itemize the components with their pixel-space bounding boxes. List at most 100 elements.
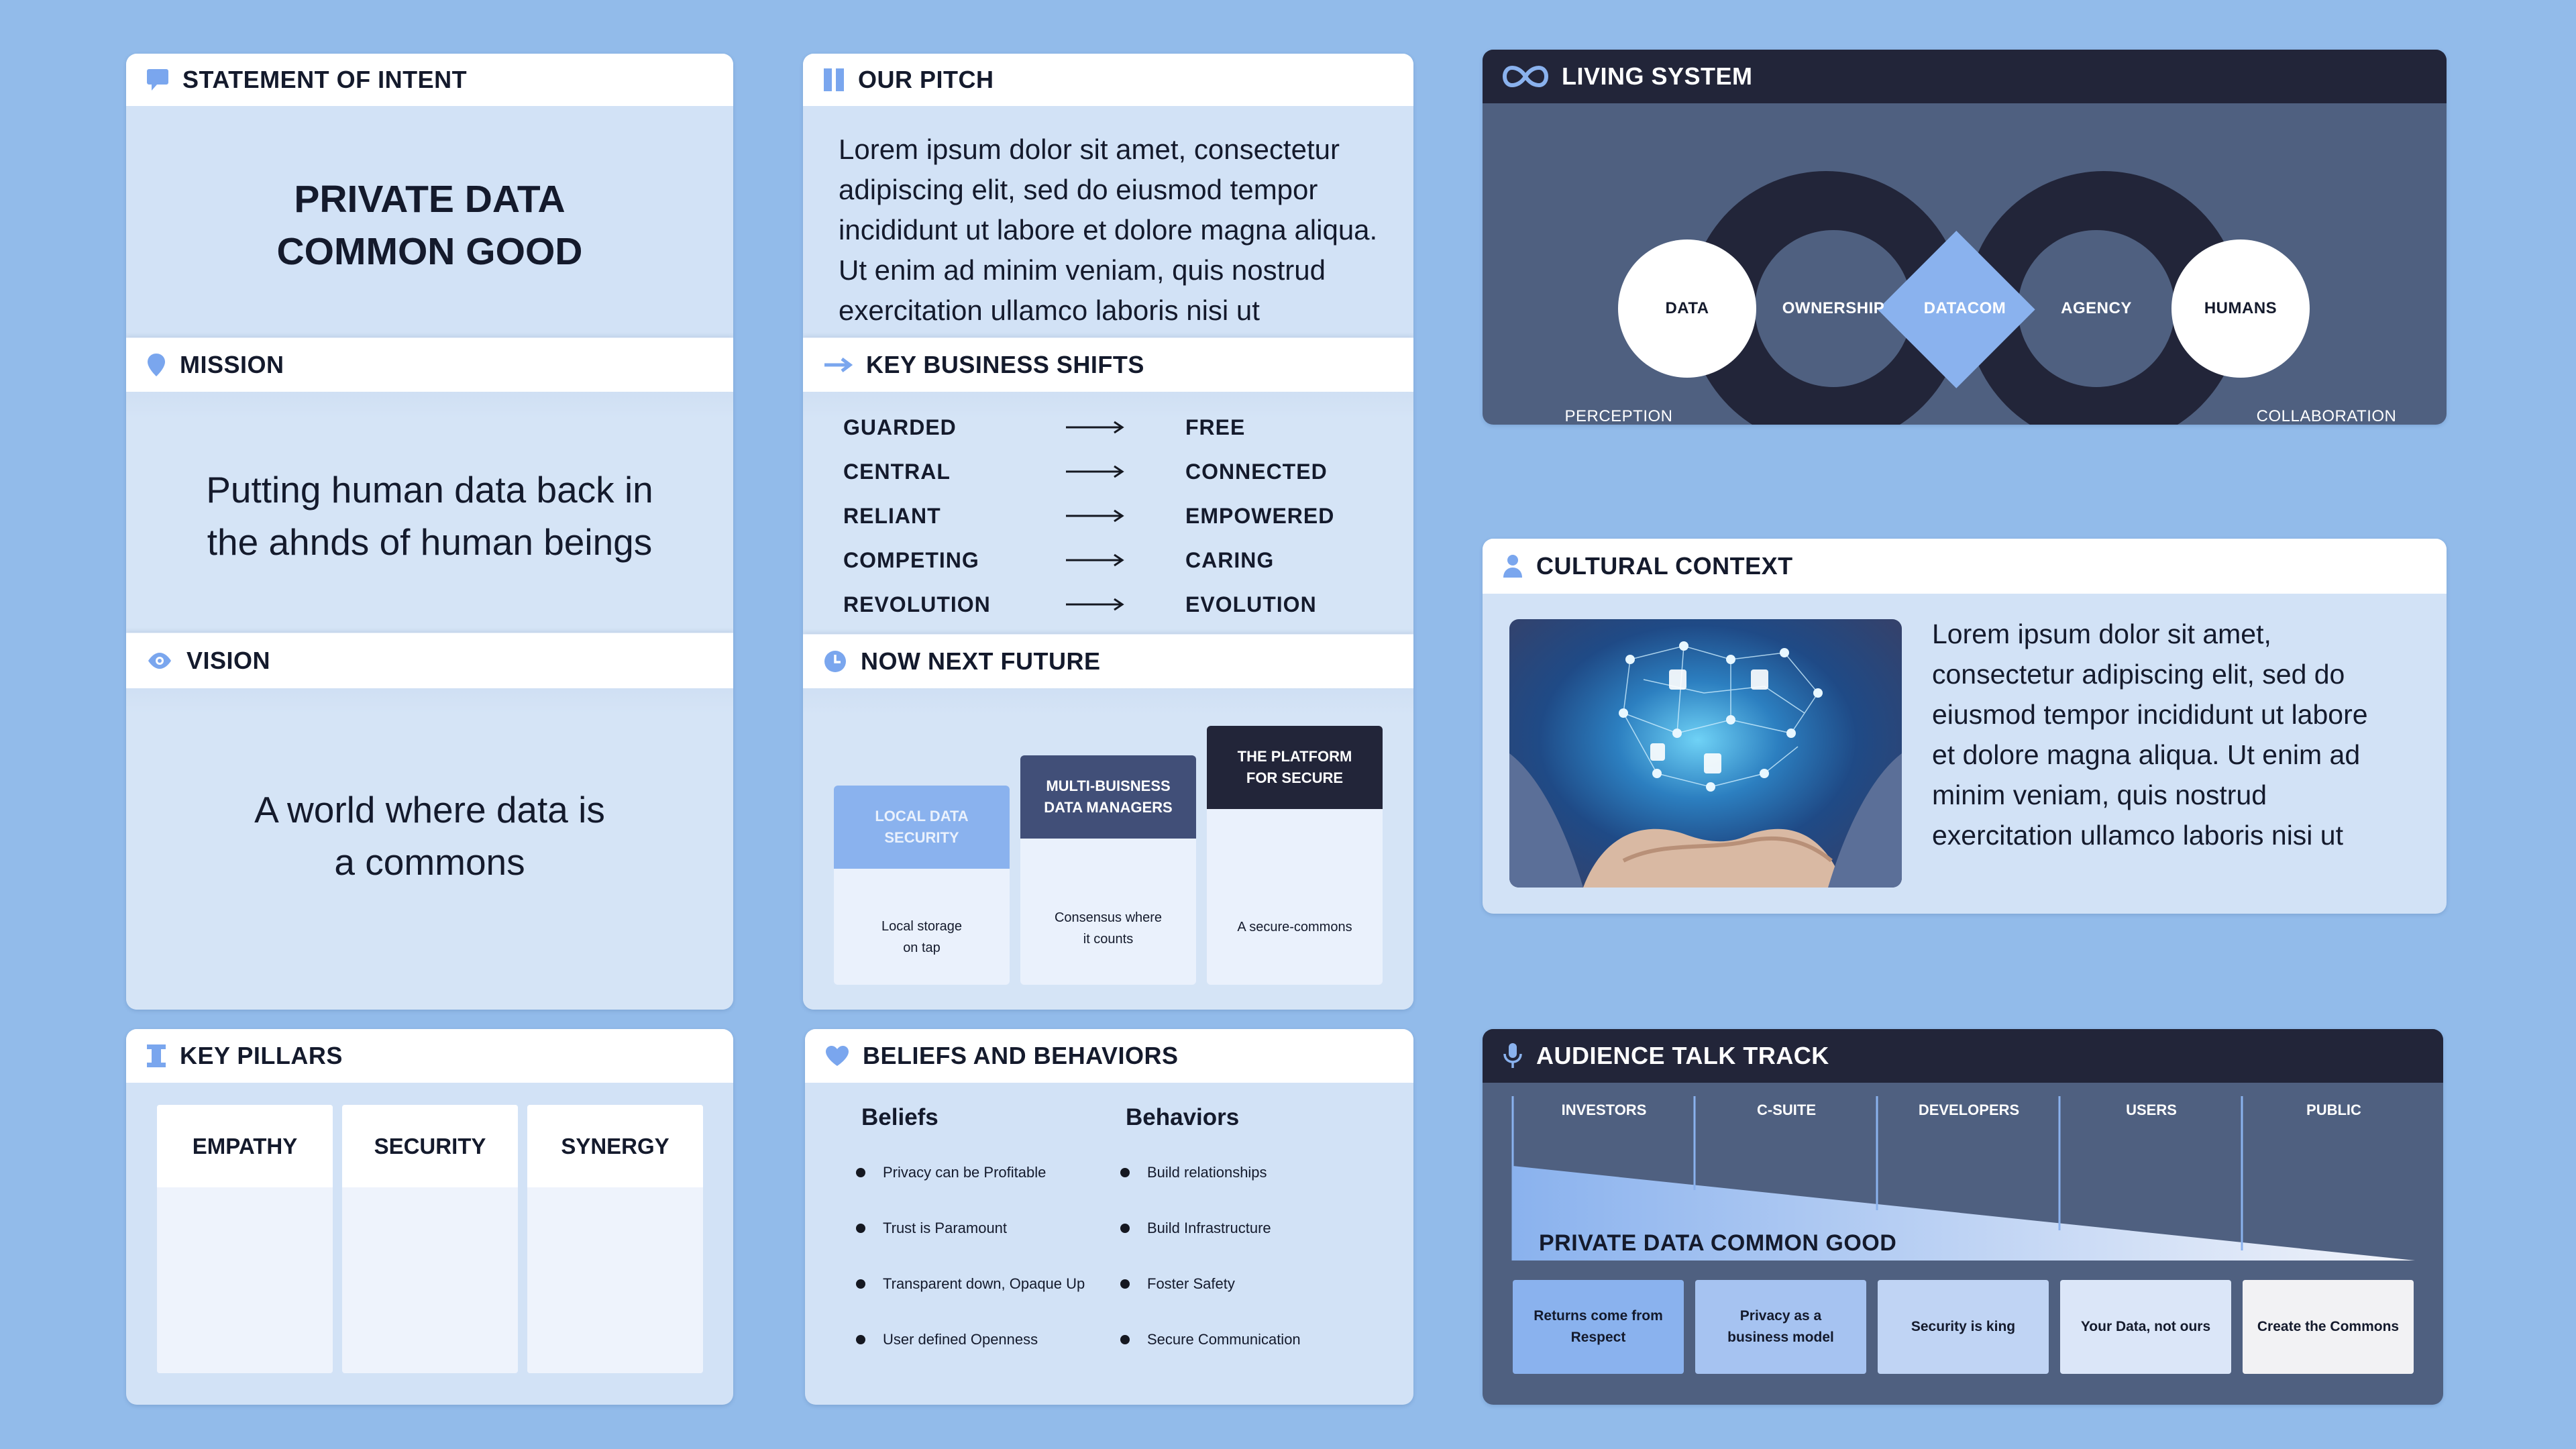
bullet-icon [856,1334,865,1344]
vision-line-2: a commons [334,841,525,883]
statement-line-2: COMMON GOOD [276,229,583,273]
shift-to: CARING [1185,547,1275,572]
belief-item: Transparent down, Opaque Up [856,1256,1116,1311]
audience-group: DEVELOPERS [1918,1102,2020,1118]
nnf-heading-line: LOCAL DATA [875,808,969,824]
shifts-list: GUARDED FREE CENTRAL CONNECTED RELIANT E… [843,405,1380,627]
audience-box-line: Your Data, not ours [2080,1319,2211,1334]
mission-header: MISSION [126,338,733,392]
behavior-item: Build relationships [1120,1144,1394,1200]
shift-to: EVOLUTION [1185,592,1317,616]
ownership-node [1755,230,1912,387]
living-header: LIVING SYSTEM [1483,50,2447,103]
nnf-body-line: it counts [1083,932,1134,947]
behavior-text: Secure Communication [1147,1330,1301,1348]
behavior-item: Build Infrastructure [1120,1200,1394,1256]
bullet-icon [856,1167,865,1177]
pitch-line: exercitation ullamco laboris nisi ut [839,294,1260,326]
pillar-label: EMPATHY [157,1105,333,1187]
pillar-empathy: EMPATHY [157,1105,333,1373]
long-arrow-icon [1066,421,1124,434]
nnf-heading-line: DATA MANAGERS [1044,799,1173,816]
audience-title: AUDIENCE TALK TRACK [1536,1042,1829,1069]
audience-box: Create the Commons [2243,1280,2414,1374]
key-pillars-card: KEY PILLARS EMPATHY SECURITY SYNERGY [126,1029,733,1405]
cultural-title: CULTURAL CONTEXT [1536,552,1793,580]
mission-line-2: the ahnds of human beings [207,521,653,563]
long-arrow-icon [1066,509,1124,523]
shift-row: GUARDED FREE [843,405,1380,449]
audience-box: Privacy as a business model [1695,1280,1866,1374]
behavior-text: Foster Safety [1147,1275,1235,1292]
shift-from: COMPETING [843,547,979,572]
audience-box-line: Privacy as a [1739,1308,1822,1324]
behaviors-heading: Behaviors [1126,1104,1240,1130]
mission-section: MISSION Putting human data back in the a… [126,337,733,633]
eye-icon [148,653,171,669]
mission-body: Putting human data back in the ahnds of … [126,392,733,633]
cultural-text: Lorem ipsum dolor sit amet, consectetur … [1932,614,2368,855]
pillar-synergy: SYNERGY [527,1105,703,1373]
vision-header: VISION [126,633,733,688]
shift-to: FREE [1185,415,1246,439]
speech-bubble-icon [147,69,168,91]
behavior-item: Secure Communication [1120,1311,1394,1367]
shift-from: REVOLUTION [843,592,991,616]
nnf-heading-line: FOR SECURE [1246,769,1344,786]
audience-group: INVESTORS [1561,1102,1647,1118]
pitch-header: OUR PITCH [803,54,1413,106]
cultural-line: exercitation ullamco laboris nisi ut [1932,820,2343,851]
shift-from: CENTRAL [843,459,951,484]
cultural-line: eiusmod tempor incididunt ut labore [1932,699,2368,730]
long-arrow-icon [1066,553,1124,567]
behaviors-column: Behaviors Build relationships Build Infr… [1120,1104,1394,1367]
nnf-column-header: MULTI-BUISNESS DATA MANAGERS [1020,755,1196,839]
pitch-line: Ut enim ad minim veniam, quis nostrud [839,254,1326,286]
vision-line-1: A world where data is [254,788,605,830]
cultural-line: Lorem ipsum dolor sit amet, [1932,619,2271,649]
pitch-shifts-nnf-card: OUR PITCH Lorem ipsum dolor sit amet, co… [803,54,1413,1010]
beliefs-heading: Beliefs [861,1104,938,1130]
belief-text: Trust is Paramount [883,1219,1008,1236]
shifts-header: KEY BUSINESS SHIFTS [803,338,1413,392]
arrow-right-icon [824,358,853,372]
statement-header: STATEMENT OF INTENT [126,54,733,106]
nnf-title: NOW NEXT FUTURE [861,647,1101,675]
datacom-label: DATACOM [1923,299,2006,317]
nnf-heading-line: MULTI-BUISNESS [1046,777,1171,794]
nnf-column-now: LOCAL DATA SECURITY Local storage on tap [834,786,1010,985]
behavior-text: Build Infrastructure [1147,1219,1271,1236]
datacom-node [1877,230,2035,388]
shifts-title: KEY BUSINESS SHIFTS [866,351,1144,378]
beliefs-header: BELIEFS AND BEHAVIORS [805,1029,1413,1083]
beliefs-behaviors-card: BELIEFS AND BEHAVIORS Beliefs Privacy ca… [805,1029,1413,1405]
behavior-text: Build relationships [1147,1163,1267,1181]
audience-group: PUBLIC [2306,1102,2361,1118]
humans-node [2171,239,2310,378]
shift-row: COMPETING CARING [843,538,1380,582]
bullet-icon [856,1279,865,1289]
bullet-icon [1120,1279,1130,1289]
pillar-security: SECURITY [342,1105,518,1373]
cultural-line: consectetur adipiscing elit, sed do [1932,659,2345,690]
microphone-icon [1503,1043,1522,1068]
cultural-header: CULTURAL CONTEXT [1483,539,2447,594]
agency-node [2018,230,2175,387]
pitch-line: Lorem ipsum dolor sit amet, consectetur [839,133,1340,165]
nnf-heading-line: THE PLATFORM [1237,748,1352,765]
nnf-body-line: on tap [903,940,941,955]
infinity-icon [1503,65,1548,88]
pillars-title: KEY PILLARS [180,1042,343,1069]
heart-icon [826,1046,849,1066]
audience-box: Security is king [1878,1280,2049,1374]
data-label: DATA [1665,299,1709,317]
nnf-column-header: THE PLATFORM FOR SECURE [1207,726,1383,809]
pitch-title: OUR PITCH [858,66,994,93]
audience-wedge [1511,1096,2415,1260]
agency-label: AGENCY [2061,299,2132,317]
data-node [1618,239,1756,378]
audience-boxes: Returns come from Respect Privacy as a b… [1513,1280,2414,1374]
ownership-label: OWNERSHIP [1782,299,1885,317]
pillar-label: SECURITY [342,1105,518,1187]
belief-item: Privacy can be Profitable [856,1144,1116,1200]
